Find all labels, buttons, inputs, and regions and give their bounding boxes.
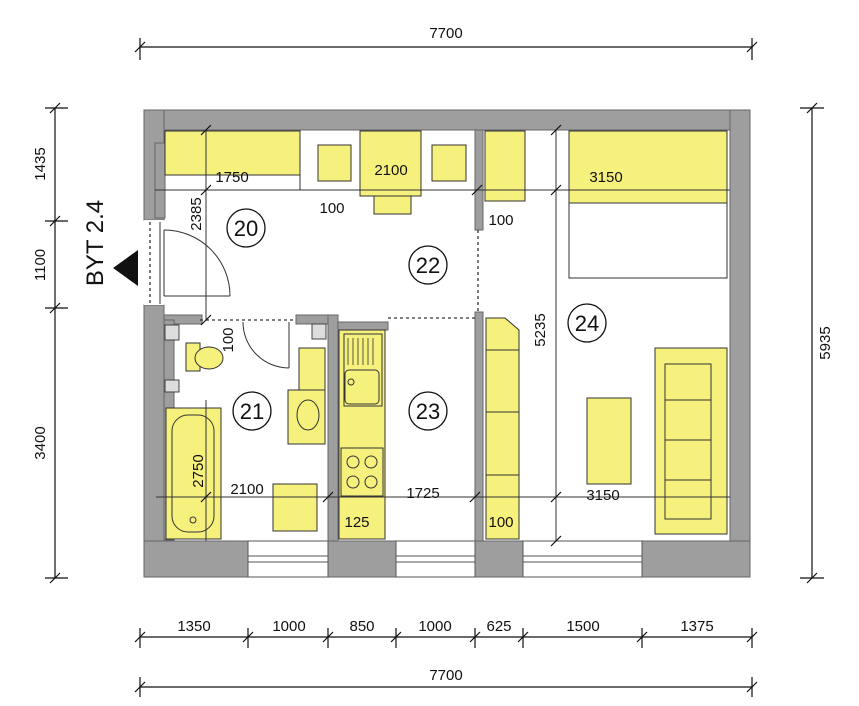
- room-21-number: 21: [240, 399, 264, 424]
- washing-machine: [272, 483, 318, 532]
- bottom-total-dimension-line: 7700: [134, 667, 758, 697]
- dim-1725: 1725: [406, 485, 439, 502]
- room-23-number: 23: [416, 399, 440, 424]
- segment-dimension: 1000: [418, 618, 451, 635]
- sofa: [654, 347, 728, 535]
- washbasin: [287, 347, 326, 445]
- dim-3150-bottom: 3150: [586, 487, 619, 504]
- dim-2750: 2750: [190, 454, 207, 487]
- bed: [568, 130, 728, 279]
- left-dimensions: 1435 1100 3400: [32, 102, 68, 584]
- segment-dimension: 850: [349, 618, 374, 635]
- dining-set: [317, 130, 467, 215]
- wardrobe: [164, 130, 301, 176]
- segment-dimension: 1375: [680, 618, 713, 635]
- room-22-number: 22: [416, 253, 440, 278]
- walls: [143, 109, 751, 578]
- dim-2385: 2385: [188, 197, 205, 230]
- dim-100-d: 100: [488, 514, 513, 531]
- bottom-total-dimension: 7700: [429, 667, 462, 684]
- segment-dimension: 1500: [566, 618, 599, 635]
- top-dimension: 7700: [134, 25, 758, 60]
- dim-1750: 1750: [215, 169, 248, 186]
- room-23-marker: 23: [408, 391, 448, 431]
- right-dimension: 5935: [800, 102, 834, 584]
- room-24-marker: 24: [567, 303, 607, 343]
- left-dimension: 1100: [32, 249, 49, 281]
- apartment-label: BYT 2.4: [82, 200, 109, 286]
- cabinet-top: [484, 130, 526, 202]
- left-dimension: 1435: [32, 147, 49, 180]
- dim-2100-top: 2100: [374, 162, 407, 179]
- bathtub: [165, 407, 222, 540]
- dim-100-a: 100: [319, 200, 344, 217]
- room-24-number: 24: [575, 311, 599, 336]
- dim-125: 125: [344, 514, 369, 531]
- room-21-marker: 21: [232, 391, 272, 431]
- dim-100-c: 100: [220, 327, 237, 352]
- bottom-segment-dimensions: 1350 1000 850 1000 625 1500 1375: [134, 618, 758, 648]
- dim-2100-bottom: 2100: [230, 481, 263, 498]
- segment-dimension: 625: [486, 618, 511, 635]
- internal-dimension-lines: [155, 124, 730, 547]
- entrance-arrow: [113, 250, 138, 286]
- top-total-dimension: 7700: [429, 25, 462, 42]
- bathroom-door: [200, 319, 296, 369]
- toilet: [185, 342, 224, 372]
- heaters: [164, 323, 327, 393]
- wall-unit: [485, 317, 520, 540]
- entrance-door: [144, 220, 231, 305]
- segment-dimension: 1000: [272, 618, 305, 635]
- left-dimension: 3400: [32, 426, 49, 459]
- room-20-number: 20: [234, 216, 258, 241]
- segment-dimension: 1350: [177, 618, 210, 635]
- dim-3150-top: 3150: [589, 169, 622, 186]
- room-20-marker: 20: [226, 208, 266, 248]
- dim-100-b: 100: [488, 212, 513, 229]
- dim-5235: 5235: [532, 313, 549, 346]
- kitchen-counter: [338, 329, 386, 540]
- room-22-marker: 22: [408, 245, 448, 285]
- right-total-dimension: 5935: [817, 326, 834, 359]
- coffee-table: [586, 397, 632, 485]
